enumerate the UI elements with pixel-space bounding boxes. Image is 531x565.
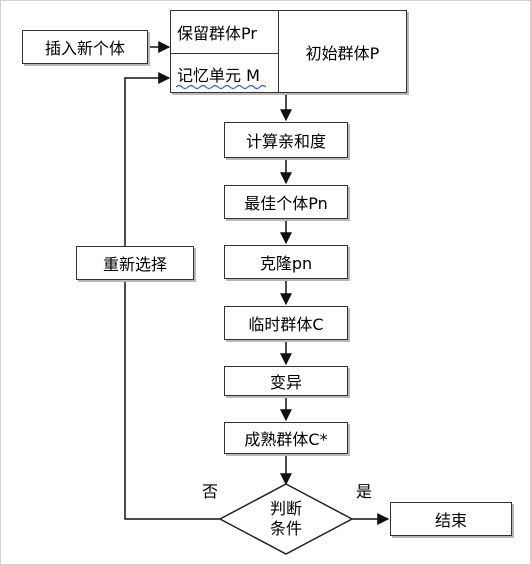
initial-population-label: 初始群体P bbox=[305, 43, 380, 63]
mature-population-label: 成熟群体C* bbox=[244, 430, 328, 449]
clone-box: 克隆pn bbox=[224, 245, 348, 279]
decision-diamond bbox=[218, 483, 354, 555]
best-individual-box: 最佳个体Pn bbox=[224, 185, 348, 219]
decision-line-1: 判断 bbox=[269, 499, 302, 518]
insert-new-individual-box: 插入新个体 bbox=[22, 30, 148, 64]
retained-population-cell: 保留群体Pr bbox=[171, 11, 279, 54]
end-label: 结束 bbox=[434, 511, 467, 530]
reselect-label: 重新选择 bbox=[102, 255, 167, 274]
mature-population-box: 成熟群体C* bbox=[224, 422, 348, 454]
compute-affinity-label: 计算亲和度 bbox=[245, 132, 326, 151]
memory-unit-label: 记忆单元 M bbox=[177, 65, 260, 85]
no-label: 否 bbox=[202, 482, 219, 501]
compute-affinity-box: 计算亲和度 bbox=[224, 122, 348, 158]
mutation-box: 变异 bbox=[224, 366, 348, 396]
temporary-population-label: 临时群体C bbox=[248, 315, 324, 334]
yes-label: 是 bbox=[356, 482, 373, 501]
insert-new-individual-label: 插入新个体 bbox=[44, 39, 125, 58]
memory-squiggle-underline bbox=[176, 84, 266, 90]
decision-line-2: 条件 bbox=[269, 519, 302, 538]
reselect-box: 重新选择 bbox=[76, 246, 194, 280]
memory-unit-cell: 记忆单元 M bbox=[171, 54, 279, 93]
best-individual-label: 最佳个体Pn bbox=[244, 194, 328, 213]
decision-text: 判断 条件 bbox=[246, 499, 326, 539]
end-box: 结束 bbox=[390, 502, 512, 536]
clone-label: 克隆pn bbox=[259, 254, 313, 273]
initial-population-cell: 初始群体P bbox=[279, 11, 406, 92]
edge-decision-no-loop bbox=[124, 72, 220, 520]
population-block: 保留群体Pr 记忆单元 M 初始群体P bbox=[170, 10, 407, 93]
mutation-label: 变异 bbox=[269, 373, 302, 392]
temporary-population-box: 临时群体C bbox=[224, 306, 348, 340]
retained-population-label: 保留群体Pr bbox=[177, 24, 257, 43]
